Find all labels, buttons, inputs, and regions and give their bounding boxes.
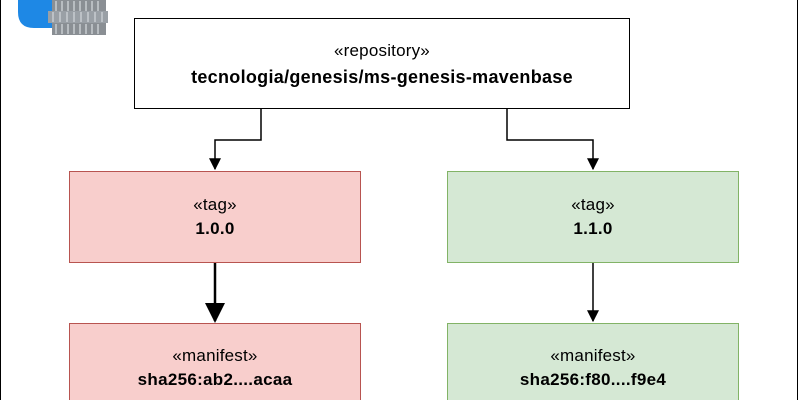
- tag-node-1-1-0[interactable]: «tag» 1.1.0: [447, 171, 739, 263]
- manifest-stereotype: «manifest»: [172, 346, 258, 365]
- container-registry-icon: [18, 0, 108, 35]
- tag-stereotype: «tag»: [193, 194, 237, 214]
- manifest-digest: sha256:f80....f9e4: [519, 370, 667, 389]
- tag-stereotype: «tag»: [571, 194, 615, 214]
- tag-value: 1.0.0: [195, 218, 235, 238]
- tag-node-1-0-0[interactable]: «tag» 1.0.0: [69, 171, 361, 263]
- tag-value: 1.1.0: [573, 218, 613, 238]
- repository-name: tecnologia/genesis/ms-genesis-mavenbase: [191, 67, 573, 87]
- manifest-stereotype: «manifest»: [550, 346, 636, 365]
- manifest-node-1-1-0[interactable]: «manifest» sha256:f80....f9e4: [447, 323, 739, 400]
- repository-node[interactable]: «repository» tecnologia/genesis/ms-genes…: [134, 18, 630, 109]
- repository-stereotype: «repository»: [334, 41, 430, 60]
- manifest-node-1-0-0[interactable]: «manifest» sha256:ab2....acaa: [69, 323, 361, 400]
- manifest-digest: sha256:ab2....acaa: [137, 370, 293, 389]
